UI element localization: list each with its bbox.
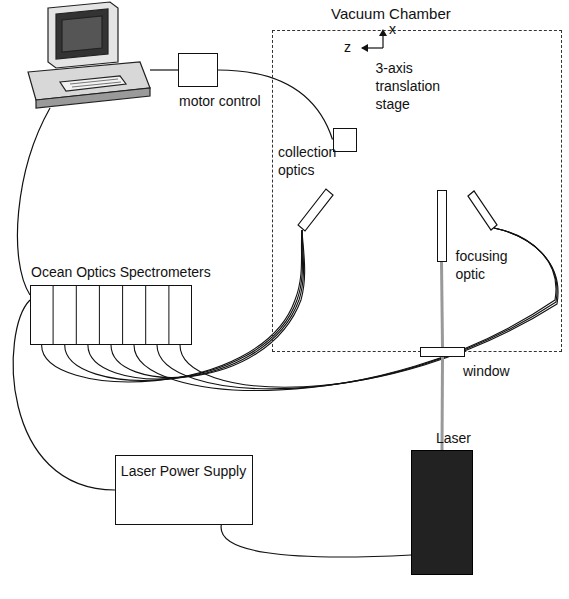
spectrometer-box: Ocean Optics Spectrometers (30, 285, 192, 345)
node-label: Laser (436, 429, 471, 447)
optical-fibers (42, 228, 558, 390)
computer-icon (28, 2, 150, 108)
collection-optic (468, 191, 497, 230)
cable (150, 69, 178, 70)
node-label: motor control (179, 92, 261, 110)
vacuum-chamber: Vacuum Chamber3-axis translation stagefo… (272, 30, 562, 352)
focusing-optic: focusing optic (437, 190, 447, 262)
laser-beam (442, 262, 443, 348)
axis-arrow (382, 30, 383, 48)
slot-dividers (53, 285, 169, 345)
collection-optic (298, 189, 333, 231)
node-label: Laser Power Supply (116, 462, 251, 480)
node-label: window (463, 362, 510, 380)
axis-label: z (344, 38, 351, 56)
cable (13, 300, 115, 490)
node-label: Vacuum Chamber (331, 5, 451, 23)
laser-body: Laser (411, 450, 473, 575)
node-label: Ocean Optics Spectrometers (31, 263, 211, 281)
node-label: 3-axis translation stage (376, 59, 456, 113)
window: window (420, 347, 465, 357)
axis-label: x (389, 20, 396, 38)
node-label: focusing optic (456, 247, 526, 283)
part-label: collection optics (278, 143, 363, 179)
motor-control-box: motor control (178, 53, 218, 87)
power-supply-box: Laser Power Supply (115, 455, 253, 525)
axis-arrow (362, 47, 383, 48)
cable (221, 525, 411, 557)
